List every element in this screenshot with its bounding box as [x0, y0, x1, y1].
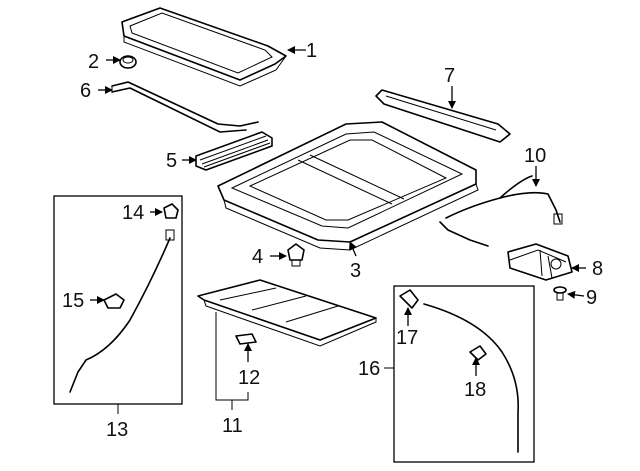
cap-part — [119, 55, 137, 69]
callout-14: 14 — [122, 202, 144, 224]
callout-2: 2 — [88, 51, 99, 73]
callout-13: 13 — [106, 419, 128, 441]
seal-strip-part — [111, 81, 259, 133]
rail-part — [375, 89, 511, 143]
callout-5: 5 — [166, 150, 177, 172]
glass-panel-part — [121, 7, 287, 87]
leader-lines — [90, 46, 586, 414]
callout-15: 15 — [62, 290, 84, 312]
callout-11: 11 — [222, 415, 243, 437]
sunroof-frame-part — [217, 121, 479, 251]
callout-3: 3 — [350, 260, 361, 282]
callout-17: 17 — [396, 327, 418, 349]
screw-part — [553, 286, 567, 301]
block-part — [235, 333, 257, 345]
deflector-part — [195, 131, 273, 171]
callout-10: 10 — [524, 145, 546, 167]
motor-part — [507, 243, 573, 281]
clip-part — [287, 243, 305, 267]
callout-12: 12 — [238, 367, 260, 389]
callout-7: 7 — [444, 65, 455, 87]
callout-8: 8 — [592, 258, 603, 280]
callout-16: 16 — [358, 358, 380, 380]
harness-part — [439, 175, 563, 247]
callout-4: 4 — [252, 246, 263, 268]
callout-6: 6 — [80, 80, 91, 102]
callout-18: 18 — [464, 379, 486, 401]
callout-9: 9 — [586, 287, 597, 309]
sunshade-part — [197, 279, 377, 347]
callout-1: 1 — [306, 40, 317, 62]
drain-kit-box — [393, 285, 535, 463]
